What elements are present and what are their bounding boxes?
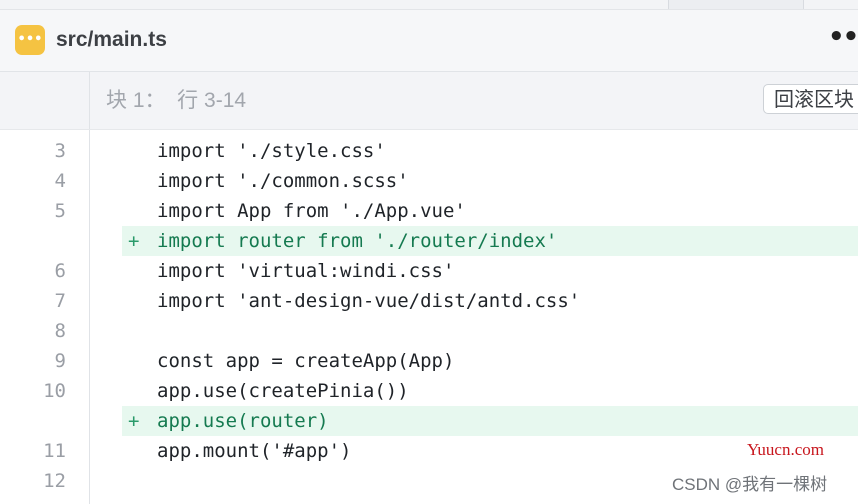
top-tab-strip — [0, 0, 858, 10]
line-number: 12 — [43, 470, 66, 492]
gutter-divider — [89, 130, 90, 504]
line-number: 11 — [43, 440, 66, 462]
code-text[interactable]: import App from './App.vue' — [157, 200, 466, 222]
file-header: ••• src/main.ts ••• — [0, 10, 858, 72]
code-text[interactable]: import router from './router/index' — [157, 230, 558, 252]
hunk-gutter — [0, 72, 90, 129]
code-text[interactable]: import './style.css' — [157, 140, 386, 162]
code-text[interactable]: import 'ant-design-vue/dist/antd.css' — [157, 290, 581, 312]
diff-line: 4 import './common.scss' — [0, 166, 858, 196]
diff-line: 8 — [0, 316, 858, 346]
file-name[interactable]: src/main.ts — [56, 28, 167, 51]
hunk-header: 块 1： 行 3-14 回滚区块 — [0, 72, 858, 130]
diff-lines: 3 import './style.css' 4 import './common.s… — [0, 136, 858, 496]
diff-line-added: + import router from './router/index' — [0, 226, 858, 256]
code-text[interactable]: app.use(router) — [157, 410, 329, 432]
diff-marker: + — [128, 230, 140, 252]
code-text[interactable]: const app = createApp(App) — [157, 350, 455, 372]
line-number: 5 — [54, 200, 66, 222]
code-text[interactable]: app.use(createPinia()) — [157, 380, 409, 402]
code-diff-area: 3 import './style.css' 4 import './common.s… — [0, 130, 858, 504]
top-tab-segment[interactable] — [668, 0, 804, 9]
diff-marker: + — [128, 410, 140, 432]
line-highlight — [122, 316, 858, 346]
rollback-hunk-button[interactable]: 回滚区块 — [763, 84, 858, 114]
code-text[interactable]: import 'virtual:windi.css' — [157, 260, 455, 282]
diff-line: 10 app.use(createPinia()) — [0, 376, 858, 406]
line-number: 9 — [54, 350, 66, 372]
hunk-label: 块 1： 行 3-14 — [106, 89, 247, 112]
diff-line-added: + app.use(router) — [0, 406, 858, 436]
line-number: 7 — [54, 290, 66, 312]
line-number: 6 — [54, 260, 66, 282]
line-highlight — [122, 406, 858, 436]
diff-line: 7 import 'ant-design-vue/dist/antd.css' — [0, 286, 858, 316]
watermark-site: Yuucn.com — [747, 440, 824, 459]
diff-line: 9 const app = createApp(App) — [0, 346, 858, 376]
code-text[interactable]: import './common.scss' — [157, 170, 409, 192]
watermark-author: CSDN @我有一棵树 — [672, 475, 828, 494]
more-options-icon[interactable]: ••• — [828, 22, 858, 52]
line-number: 10 — [43, 380, 66, 402]
diff-line: 5 import App from './App.vue' — [0, 196, 858, 226]
diff-line: 6 import 'virtual:windi.css' — [0, 256, 858, 286]
diff-line: 11 app.mount('#app') — [0, 436, 858, 466]
line-number: 4 — [54, 170, 66, 192]
file-type-icon: ••• — [15, 25, 45, 55]
code-text[interactable]: app.mount('#app') — [157, 440, 352, 462]
line-number: 8 — [54, 320, 66, 342]
line-highlight — [122, 226, 858, 256]
diff-line: 12 — [0, 466, 858, 496]
line-number: 3 — [54, 140, 66, 162]
diff-line: 3 import './style.css' — [0, 136, 858, 166]
